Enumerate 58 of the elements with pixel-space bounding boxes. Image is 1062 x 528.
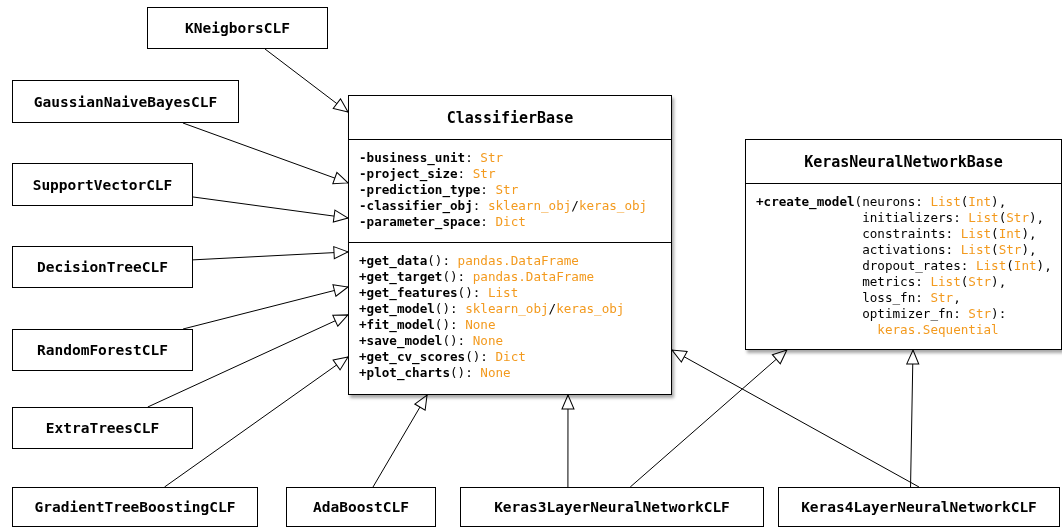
inheritance-arrow [192, 196, 349, 223]
method-signature-text: constraints: List(Int), [861, 226, 1037, 242]
attribute-text: -parameter_space: Dict [359, 214, 526, 230]
inheritance-arrow [164, 356, 349, 488]
class-box [12, 163, 193, 206]
inheritance-arrow [629, 349, 788, 488]
method-signature-text: loss_fn: Str, [861, 290, 961, 306]
method-text: +get_target(): pandas.DataFrame [359, 269, 595, 285]
class-name: KerasNeuralNetworkBase [804, 152, 1003, 171]
class-name: ClassifierBase [446, 108, 574, 127]
method-signature-text: dropout_rates: List(Int), [861, 258, 1052, 274]
method-signature-text: +create_model(neurons: List(Int), [756, 194, 1007, 210]
inheritance-arrow [372, 394, 428, 488]
class-box [348, 95, 672, 395]
method-text: +get_data(): pandas.DataFrame [359, 253, 579, 269]
attribute-text: -prediction_type: Str [359, 182, 519, 198]
inheritance-arrow [671, 349, 920, 488]
method-text: +get_model(): sklearn_obj/keras_obj [359, 301, 625, 317]
class-box [12, 329, 193, 371]
inheritance-arrow [147, 314, 349, 408]
method-text: +get_features(): List [359, 285, 519, 301]
class-box [460, 487, 764, 527]
method-text: +fit_model(): None [359, 317, 496, 333]
class-box [12, 246, 193, 288]
method-signature-text: initializers: List(Str), [861, 210, 1045, 226]
method-text: +save_model(): None [359, 333, 504, 349]
class-name: DecisionTreeCLF [37, 259, 168, 275]
class-box [12, 80, 239, 123]
method-signature-text: optimizer_fn: Str): [861, 306, 1007, 322]
class-box [12, 487, 258, 527]
inheritance-arrow [192, 246, 349, 261]
class-box [778, 487, 1060, 527]
class-box [286, 487, 436, 527]
method-text: +plot_charts(): None [359, 365, 511, 381]
inheritance-arrow [182, 284, 349, 330]
class-box [745, 139, 1062, 350]
inheritance-arrow [906, 349, 920, 488]
class-name: SupportVectorCLF [32, 176, 173, 193]
class-box [12, 407, 193, 449]
attribute-text: -project_size: Str [359, 166, 496, 182]
class-name: RandomForestCLF [37, 342, 168, 358]
method-signature-text: metrics: List(Str), [861, 274, 1007, 290]
class-name: AdaBoostCLF [313, 499, 409, 515]
class-name: KNeigborsCLF [185, 20, 290, 36]
inheritance-arrow [182, 122, 349, 185]
class-name: GaussianNaiveBayesCLF [33, 93, 218, 110]
method-text: +get_cv_scores(): Dict [359, 349, 526, 365]
method-signature-text: keras.Sequential [876, 322, 999, 338]
attribute-text: -business_unit: Str [359, 150, 504, 166]
class-name: ExtraTreesCLF [45, 420, 160, 436]
method-signature-text: activations: List(Str), [861, 242, 1037, 258]
class-name: GradientTreeBoostingCLF [34, 499, 236, 515]
class-name: Keras4LayerNeuralNetworkCLF [801, 499, 1037, 515]
class-box [147, 7, 328, 49]
class-name: Keras3LayerNeuralNetworkCLF [494, 499, 730, 515]
attribute-text: -classifier_obj: sklearn_obj/keras_obj [359, 198, 648, 214]
inheritance-arrow [561, 394, 575, 488]
inheritance-arrow [264, 48, 349, 113]
